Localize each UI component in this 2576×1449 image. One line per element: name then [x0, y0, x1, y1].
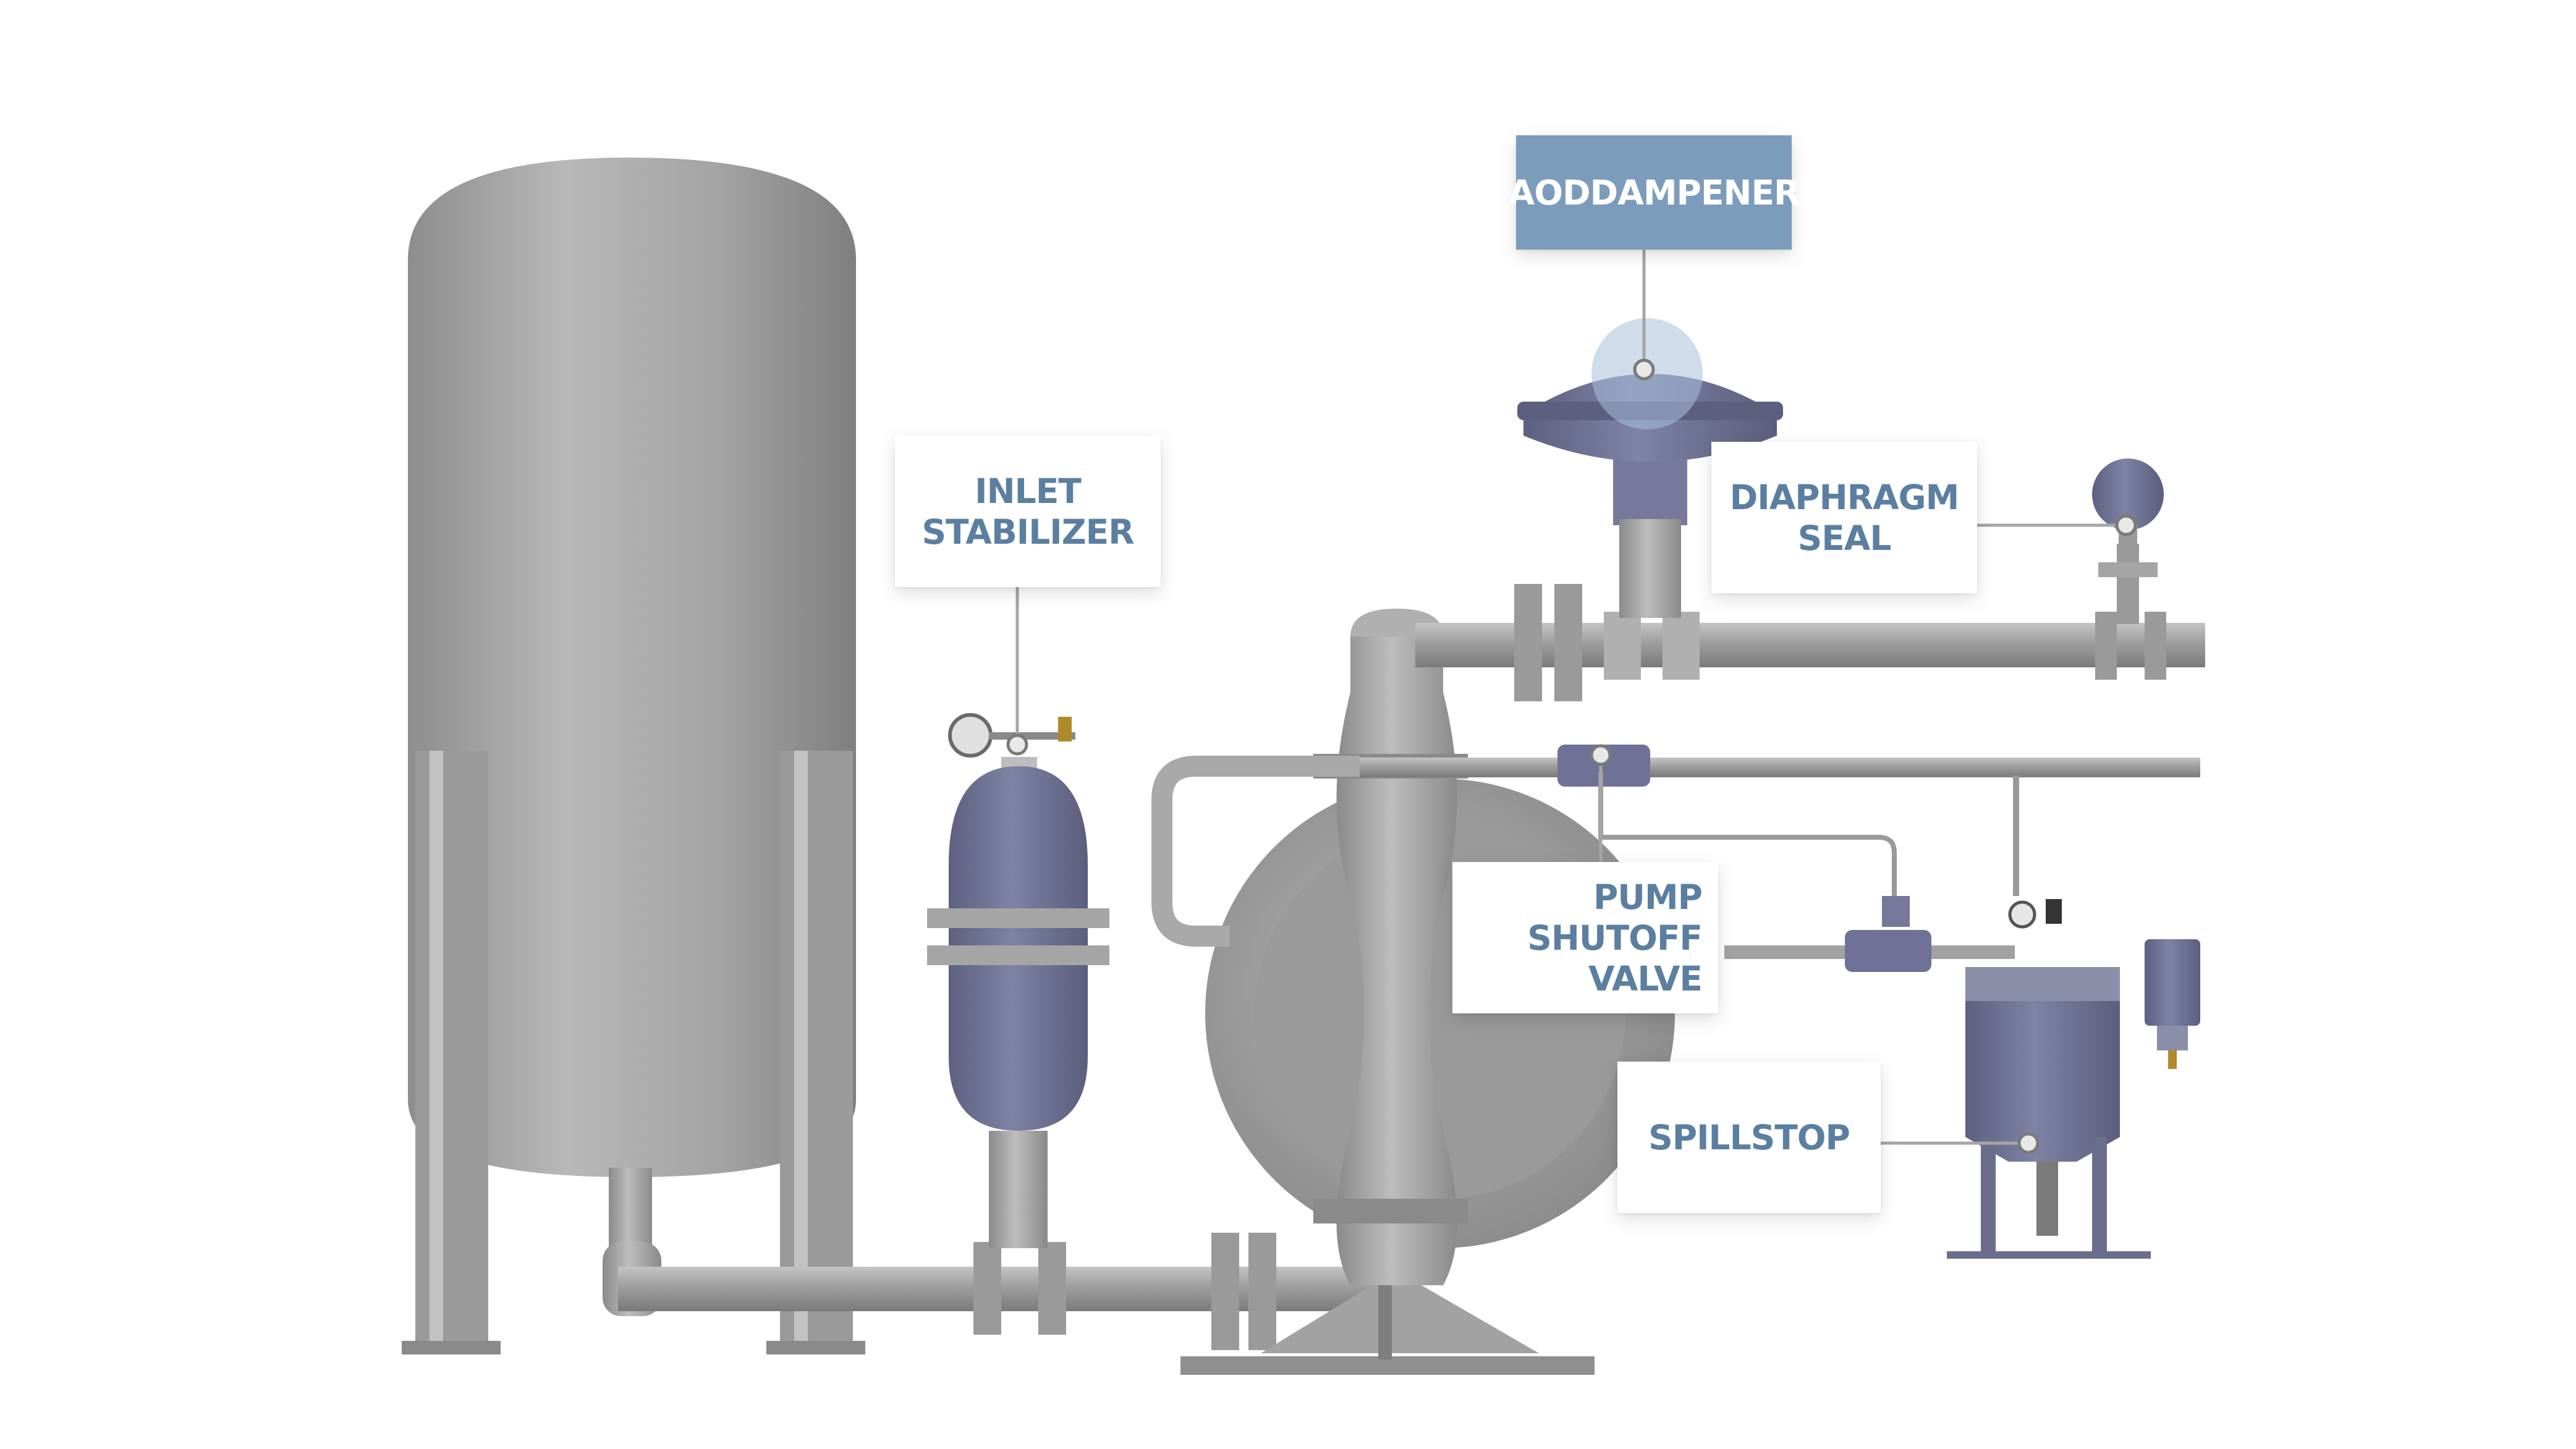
- marker-inlet-stabilizer[interactable]: [1006, 733, 1028, 756]
- label-spillstop-text: SPILLSTOP: [1648, 1117, 1850, 1157]
- label-inlet-stabilizer-line2: STABILIZER: [922, 512, 1134, 552]
- inlet-stabilizer-vessel: [927, 713, 1109, 1248]
- tank-legs: [402, 751, 865, 1354]
- marker-spillstop[interactable]: [2017, 1132, 2040, 1154]
- label-aoddampener-text: AODDAMPENER: [1508, 172, 1800, 213]
- label-diaphragm-seal-line1: DIAPHRAGM: [1729, 477, 1960, 517]
- shutoff-valve-line: [1724, 896, 2015, 972]
- marker-pump-shutoff-valve[interactable]: [1590, 744, 1612, 766]
- suction-pipe: [603, 1233, 1378, 1350]
- label-pump-shutoff-valve[interactable]: PUMP SHUTOFF VALVE: [1452, 862, 1718, 1013]
- label-diaphragm-seal-line2: SEAL: [1797, 518, 1892, 558]
- label-diaphragm-seal[interactable]: DIAPHRAGM SEAL: [1711, 442, 1977, 593]
- spillstop-unit: [1947, 899, 2200, 1259]
- marker-diaphragm-seal[interactable]: [2115, 514, 2137, 536]
- label-spillstop[interactable]: SPILLSTOP: [1617, 1062, 1881, 1213]
- label-inlet-stabilizer[interactable]: INLET STABILIZER: [895, 436, 1161, 587]
- label-aoddampener[interactable]: AODDAMPENER: [1509, 135, 1800, 250]
- label-pump-shutoff-valve-line3: VALVE: [1588, 958, 1703, 999]
- callout-markers: [1006, 358, 2137, 1154]
- label-pump-shutoff-valve-line1: PUMP: [1593, 877, 1703, 917]
- label-pump-shutoff-valve-line2: SHUTOFF: [1527, 918, 1703, 958]
- bypass-pipe: [1151, 745, 2200, 947]
- label-inlet-stabilizer-line1: INLET: [975, 471, 1082, 511]
- callout-leaders: [1015, 247, 2126, 1145]
- discharge-pipe: [1415, 584, 2205, 701]
- marker-aoddampener[interactable]: [1633, 358, 1655, 381]
- diaphragm-seal-gauge: [2092, 458, 2164, 624]
